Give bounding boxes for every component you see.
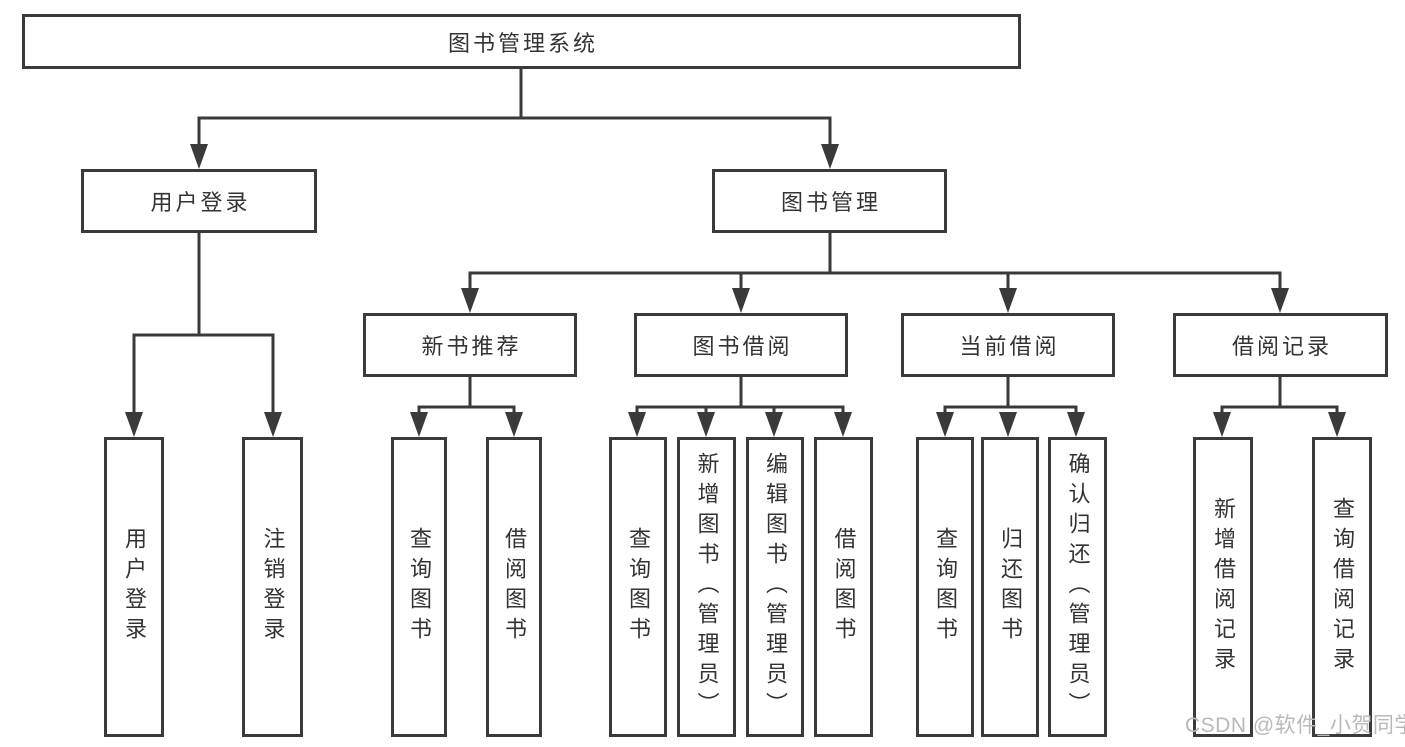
node-label: 当前借阅 — [959, 334, 1060, 359]
leaf-label: 归还图书 — [998, 527, 1023, 647]
leaf-label: 查询借阅记录 — [1330, 497, 1355, 677]
node-label: 用户登录 — [150, 190, 251, 215]
leaf-label: 借阅图书 — [831, 527, 857, 647]
node-book-management: 图书管理 — [712, 169, 947, 233]
leaf-label: 查询图书 — [407, 527, 432, 647]
leaf-query-borrow-record: 查询借阅记录 — [1312, 437, 1372, 737]
leaf-borrow-books: 借阅图书 — [814, 437, 873, 737]
leaf-add-book-admin: 新增图书（管理员） — [677, 437, 736, 737]
leaf-edit-book-admin: 编辑图书（管理员） — [746, 437, 804, 737]
leaf-user-login: 用户登录 — [104, 437, 164, 737]
node-borrowing-records: 借阅记录 — [1173, 313, 1388, 377]
leaf-borrow-books: 借阅图书 — [486, 437, 542, 737]
node-label: 图书管理系统 — [447, 30, 598, 56]
leaf-query-books: 查询图书 — [609, 437, 667, 737]
node-current-borrowing: 当前借阅 — [901, 313, 1115, 377]
leaf-query-books: 查询图书 — [916, 437, 974, 737]
leaf-add-borrow-record: 新增借阅记录 — [1193, 437, 1253, 737]
node-label: 图书管理 — [780, 190, 881, 215]
leaf-query-books: 查询图书 — [391, 437, 447, 737]
leaf-label: 新增借阅记录 — [1211, 497, 1236, 677]
node-label: 新书推荐 — [421, 334, 522, 359]
leaf-label: 用户登录 — [122, 527, 147, 647]
leaf-label: 新增图书（管理员） — [694, 452, 720, 722]
leaf-label: 确认归还（管理员） — [1065, 452, 1091, 722]
node-book-borrowing: 图书借阅 — [634, 313, 848, 377]
csdn-watermark: CSDN @软件_小贺同学 — [1185, 714, 1405, 737]
leaf-label: 编辑图书（管理员） — [763, 452, 788, 722]
node-library-management-system: 图书管理系统 — [22, 14, 1021, 69]
leaf-logout: 注销登录 — [242, 437, 303, 737]
leaf-return-book: 归还图书 — [981, 437, 1039, 737]
leaf-label: 查询图书 — [933, 527, 958, 647]
leaf-label: 注销登录 — [260, 527, 286, 647]
leaf-confirm-return-admin: 确认归还（管理员） — [1048, 437, 1107, 737]
leaf-label: 查询图书 — [626, 527, 651, 647]
node-new-book-recommendation: 新书推荐 — [363, 313, 577, 377]
node-label: 借阅记录 — [1231, 334, 1332, 359]
node-user-login: 用户登录 — [81, 169, 317, 233]
node-label: 图书借阅 — [692, 334, 793, 359]
leaf-label: 借阅图书 — [502, 527, 527, 647]
